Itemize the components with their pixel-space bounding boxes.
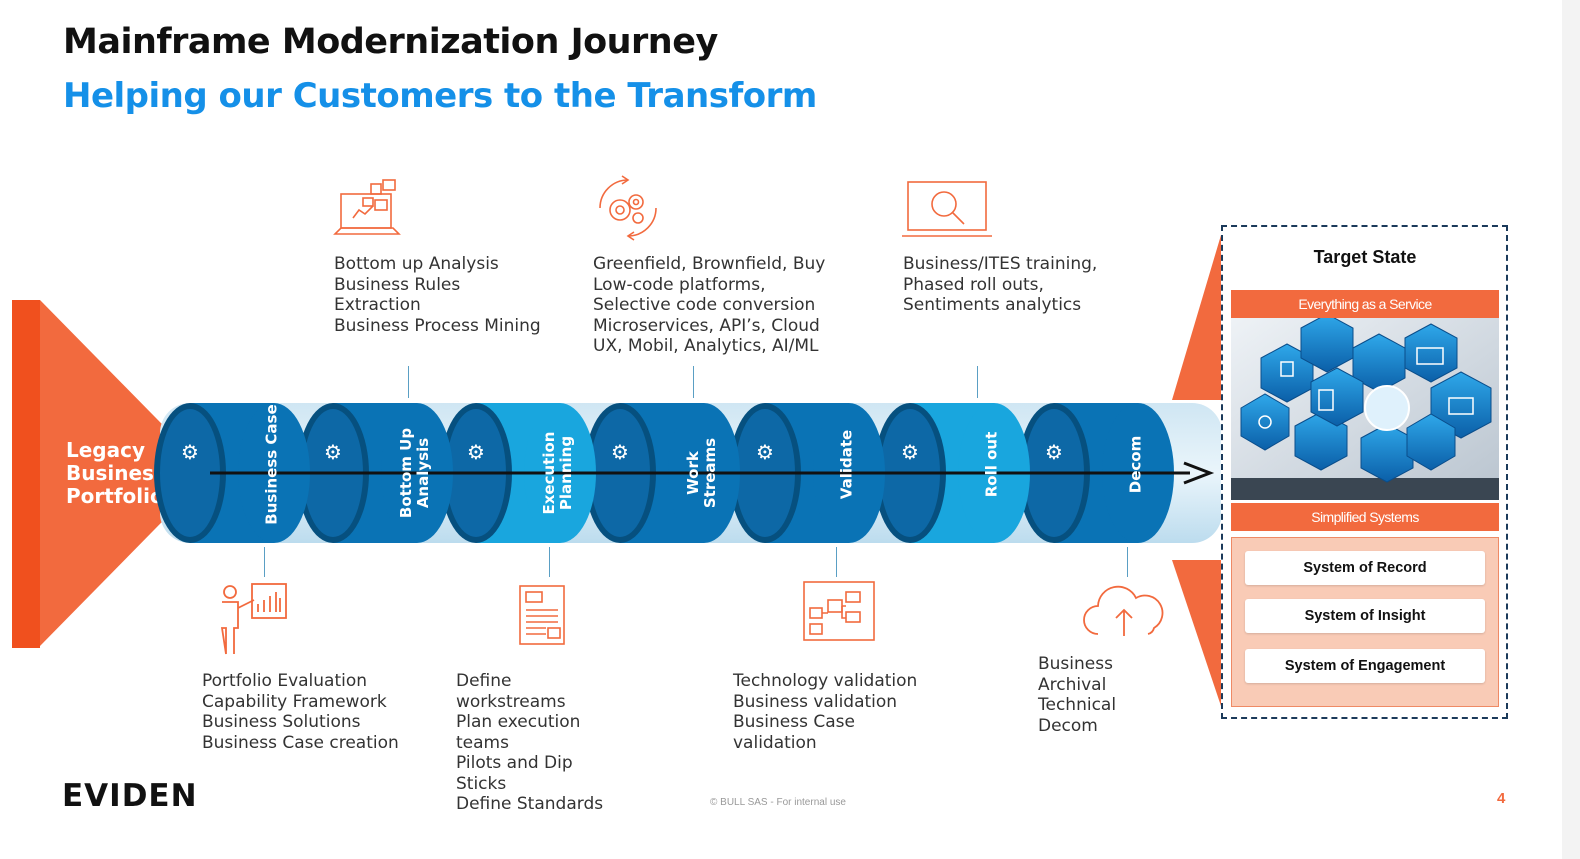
gear-icon: ⚙ [756, 440, 774, 464]
connector [693, 366, 694, 398]
page-subtitle: Helping our Customers to the Transform [63, 76, 817, 116]
scrollbar-area [1562, 0, 1580, 859]
connector [549, 547, 550, 577]
document-plan-icon [519, 585, 565, 645]
gear-icon: ⚙ [1045, 440, 1063, 464]
gears-cycle-icon [599, 175, 657, 241]
everything-as-service-banner: Everything as a Service [1231, 290, 1499, 318]
target-funnel [1172, 225, 1224, 715]
system-of-engagement: System of Engagement [1245, 649, 1485, 683]
stage-label: Decom [1126, 435, 1145, 494]
eviden-logo: EVIDEN [62, 778, 198, 814]
stage-label: Roll out [982, 431, 1001, 498]
connector [836, 547, 837, 577]
gear-icon: ⚙ [901, 440, 919, 464]
system-of-record: System of Record [1245, 551, 1485, 585]
decom-description: Business Archival Technical Decom [1038, 654, 1117, 736]
connector [408, 366, 409, 398]
target-state-title: Target State [1313, 247, 1417, 267]
stage-label: Execution Planning [540, 431, 575, 515]
legacy-arrow [12, 300, 210, 648]
gear-icon: ⚙ [611, 440, 629, 464]
roll-out-description: Business/ITES training, Phased roll outs… [903, 254, 1098, 315]
page-title: Mainframe Modernization Journey [63, 22, 718, 62]
cloud-upload-icon [1083, 585, 1164, 636]
stage-label: Validate [837, 429, 856, 500]
work-streams-description: Greenfield, Brownfield, Buy Low-code pla… [593, 254, 826, 356]
connector [264, 547, 265, 577]
gear-icon: ⚙ [467, 440, 485, 464]
stage-label: Business Case [262, 404, 281, 525]
laptop-analysis-icon [333, 179, 401, 235]
execution-planning-description: Define workstreams Plan execution teams … [456, 671, 604, 814]
arrow-right-icon [1183, 461, 1215, 485]
stage-label: Bottom Up Analysis [397, 427, 432, 519]
validate-description: Technology validation Business validatio… [733, 671, 918, 753]
legacy-portfolio-label: Legacy Business Portfolio [66, 438, 166, 508]
page-number: 4 [1497, 790, 1506, 807]
business-case-description: Portfolio Evaluation Capability Framewor… [202, 671, 399, 753]
bottom-up-description: Bottom up Analysis Business Rules Extrac… [334, 254, 541, 336]
hexagon-services-image [1231, 318, 1499, 500]
gear-icon: ⚙ [181, 440, 199, 464]
system-of-insight: System of Insight [1245, 599, 1485, 633]
gear-icon: ⚙ [324, 440, 342, 464]
simplified-systems-banner: Simplified Systems [1231, 503, 1499, 531]
monitor-search-icon [902, 181, 992, 237]
connector [977, 366, 978, 398]
connector [1127, 547, 1128, 577]
copyright-text: © BULL SAS - For internal use [710, 797, 846, 808]
pipeline-diagram: ⚙ ⚙ ⚙ ⚙ ⚙ ⚙ ⚙ [154, 403, 1222, 543]
presenter-chart-icon [220, 583, 287, 655]
flowchart-validate-icon [803, 581, 875, 641]
stage-label: Work Streams [684, 437, 719, 509]
